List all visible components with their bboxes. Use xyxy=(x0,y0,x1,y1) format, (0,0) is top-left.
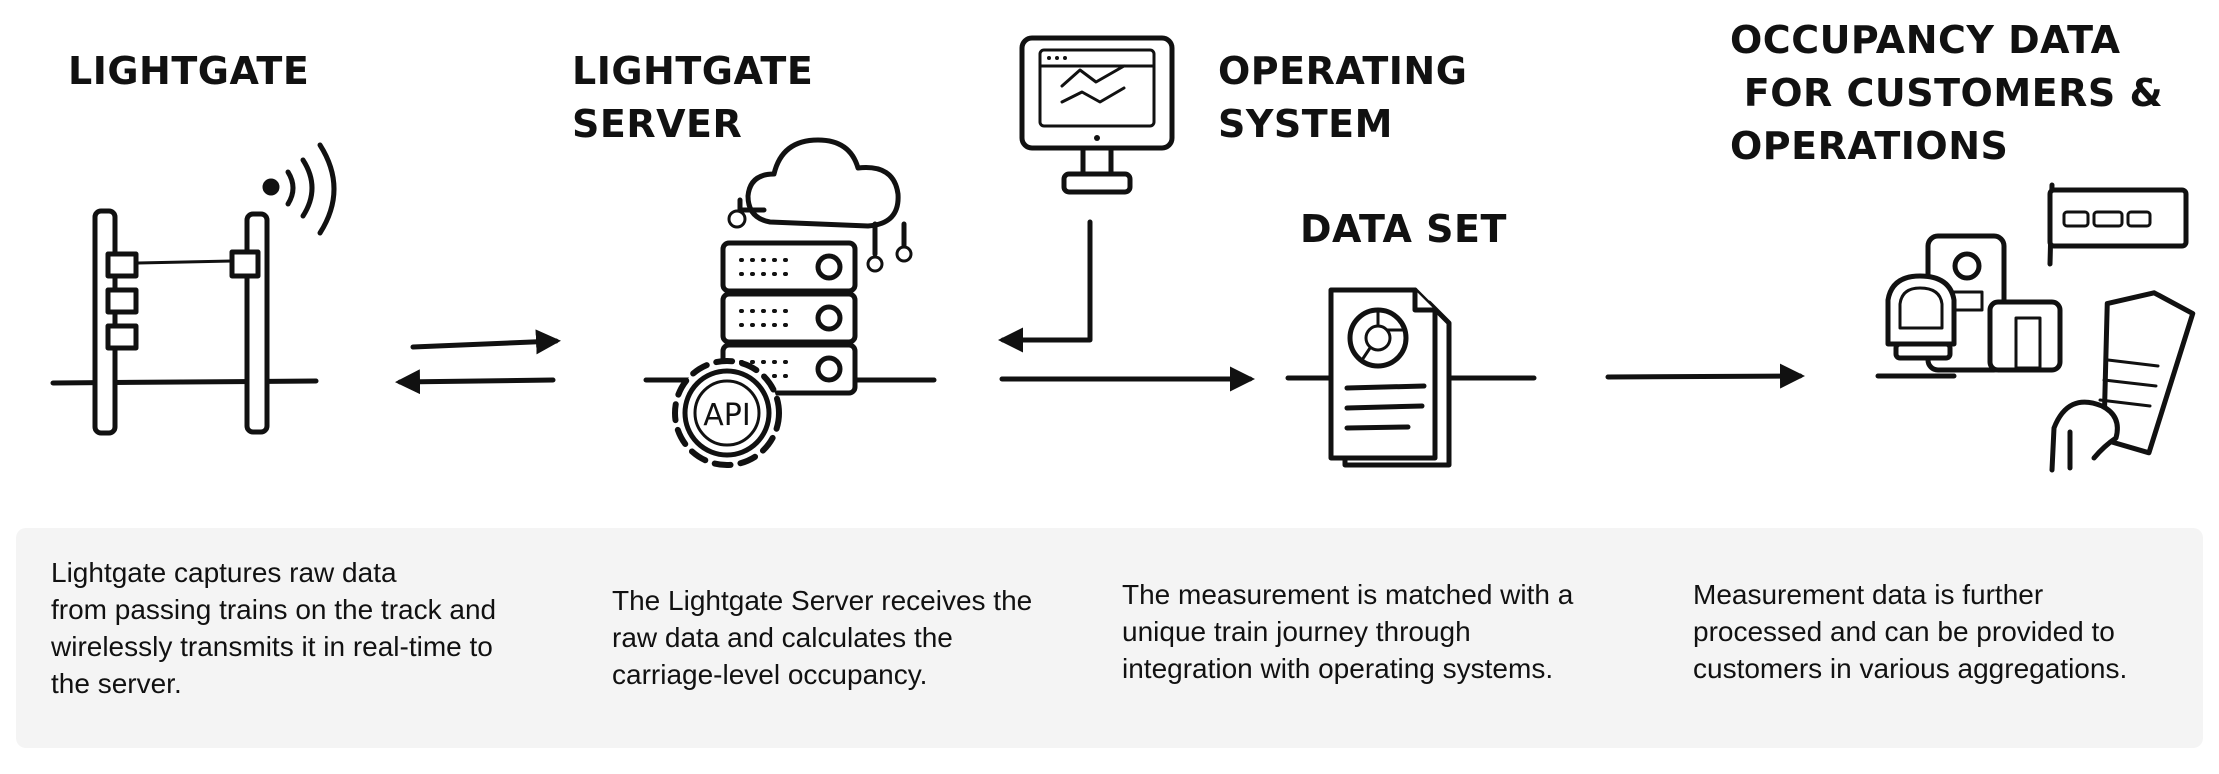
lightgate-pole-icon xyxy=(50,208,319,436)
step-1-text: Lightgate captures raw data from passing… xyxy=(51,557,497,699)
monitor-icon xyxy=(1019,35,1175,195)
monitor-connector-arrow xyxy=(998,219,1093,353)
bidirectional-arrows xyxy=(395,329,561,395)
api-label: API xyxy=(703,398,750,433)
step-3-text: The measurement is matched with a unique… xyxy=(1122,579,1574,684)
operating-system-title: OPERATING SYSTEM xyxy=(1218,49,1468,146)
steps-panel: Lightgate captures raw data from passing… xyxy=(16,528,2203,748)
dataset-to-occupancy-arrow xyxy=(1605,363,1805,389)
step-2-text: The Lightgate Server receives the raw da… xyxy=(612,585,1033,690)
data-set-title: DATA SET xyxy=(1300,207,1507,251)
server-cloud-icon xyxy=(643,137,937,396)
occupancy-title: OCCUPANCY DATA FOR CUSTOMERS & OPERATION… xyxy=(1730,18,2164,168)
document-chart-icon xyxy=(1285,287,1537,468)
api-gear-icon: API xyxy=(672,358,782,468)
lightgate-title: LIGHTGATE xyxy=(68,49,310,93)
step-4-text: Measurement data is further processed an… xyxy=(1693,579,2128,684)
train-phone-icon xyxy=(1875,182,2196,473)
server-title: LIGHTGATE SERVER xyxy=(572,49,814,146)
wireless-signal-icon xyxy=(262,142,337,236)
